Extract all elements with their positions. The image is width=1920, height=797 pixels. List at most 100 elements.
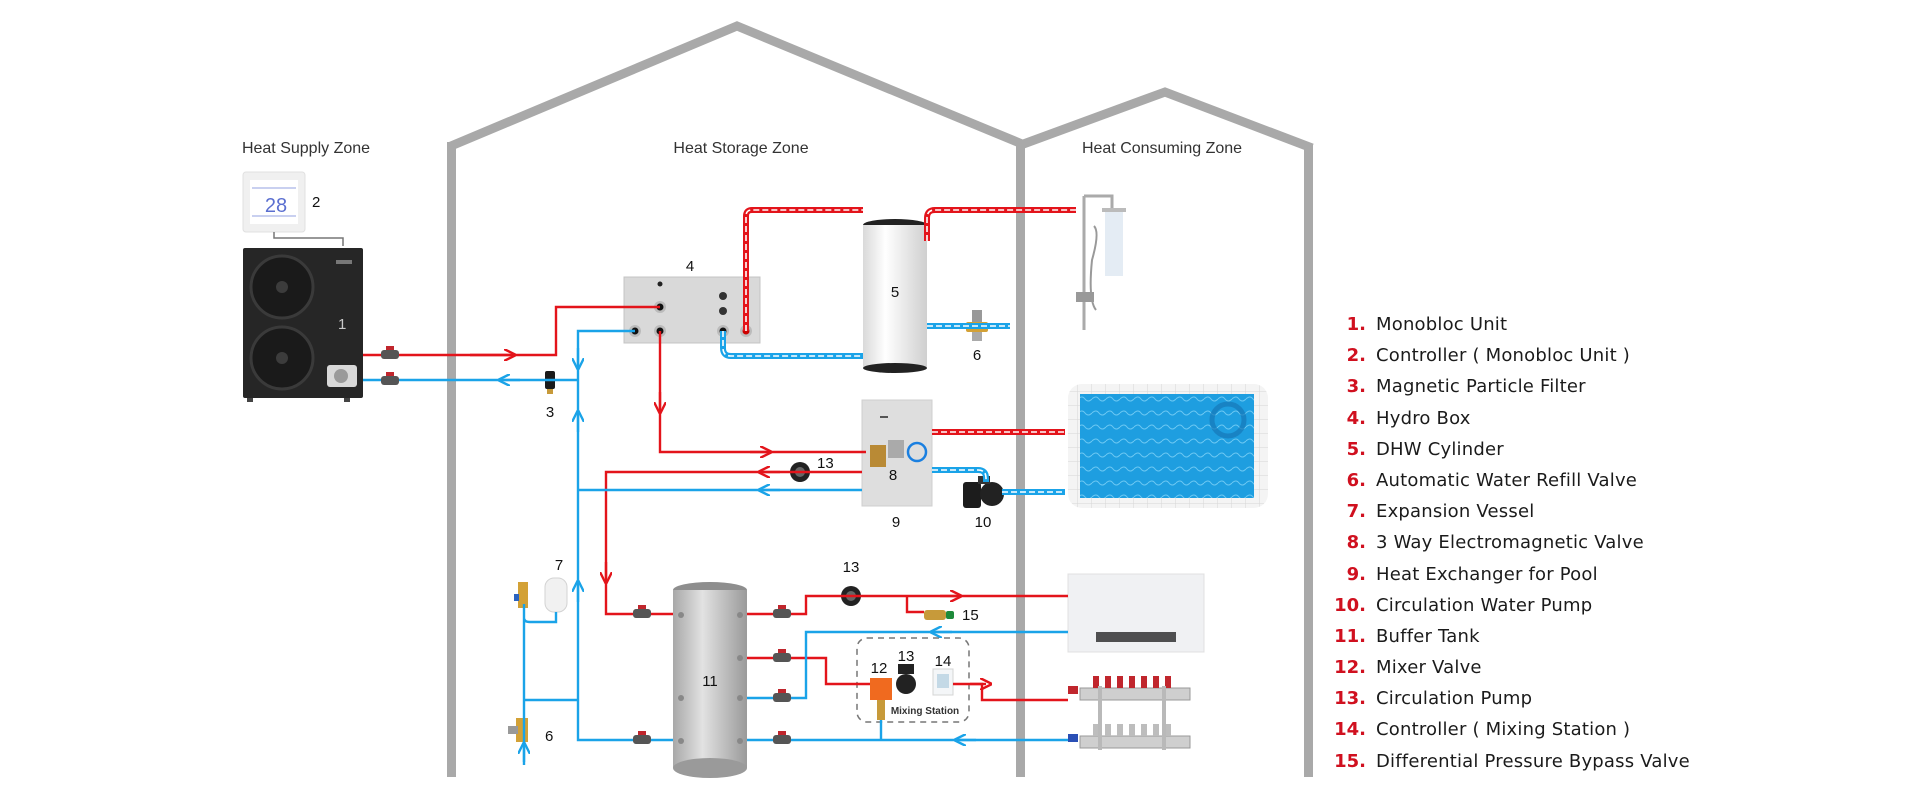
legend-item-label: Mixer Valve xyxy=(1376,657,1482,679)
hot-pipes xyxy=(363,207,1076,702)
legend-item-number: 4. xyxy=(1346,407,1366,429)
legend-item-label: Buffer Tank xyxy=(1376,625,1480,647)
legend-item-number: 15. xyxy=(1334,750,1366,772)
label-3: 3 xyxy=(546,404,554,421)
label-12: 12 xyxy=(871,660,888,677)
label-13-mixing: 13 xyxy=(898,648,915,665)
label-10: 10 xyxy=(975,514,992,531)
legend-item-number: 9. xyxy=(1346,563,1366,585)
mixing-circulation-pump xyxy=(896,664,916,694)
magnetic-filter xyxy=(545,371,555,394)
label-6-main: 6 xyxy=(545,728,553,745)
pool-heat-exchanger xyxy=(861,399,933,507)
ball-valve-icon xyxy=(381,346,399,359)
label-2: 2 xyxy=(312,194,320,211)
ball-valve-icon xyxy=(773,605,791,618)
bypass-valve xyxy=(924,610,954,620)
legend-item: 3.Magnetic Particle Filter xyxy=(1330,376,1890,407)
label-5: 5 xyxy=(891,284,899,301)
ball-valve-icon xyxy=(633,605,651,618)
shower-fixture xyxy=(1076,194,1126,330)
legend-item: 2. Controller ( Monobloc Unit ) xyxy=(1330,345,1890,376)
legend-item-label: Automatic Water Refill Valve xyxy=(1376,469,1638,491)
legend-item-label: Controller ( Mixing Station ) xyxy=(1376,719,1631,741)
ball-valve-icon xyxy=(381,372,399,385)
label-13-fancoil: 13 xyxy=(843,559,860,576)
legend-item-label: Monobloc Unit xyxy=(1376,314,1508,335)
ball-valve-icon xyxy=(773,689,791,702)
legend-item-label: Controller ( Monobloc Unit ) xyxy=(1376,345,1631,367)
consuming-roof xyxy=(1016,87,1314,153)
legend-item-label: Differential Pressure Bypass Valve xyxy=(1376,750,1690,772)
legend-item: 4. Hydro Box xyxy=(1330,408,1890,439)
label-11: 11 xyxy=(702,673,718,690)
circulation-indicator-icon xyxy=(906,441,928,463)
legend-item: 7. Expansion Vessel xyxy=(1330,501,1890,532)
legend-item: 13.Circulation Pump xyxy=(1330,688,1890,719)
mixing-station-box xyxy=(856,637,970,723)
legend-item: 14. Controller ( Mixing Station ) xyxy=(1330,719,1890,750)
hydro-box xyxy=(623,276,761,344)
dhw-cylinder xyxy=(863,219,927,373)
legend-item-number: 14. xyxy=(1334,719,1366,741)
label-13-pool: 13 xyxy=(817,455,834,472)
legend-item-number: 7. xyxy=(1346,501,1366,523)
mixing-controller xyxy=(932,668,954,696)
legend-item: 8. 3 Way Electromagnetic Valve xyxy=(1330,532,1890,563)
label-1: 1 xyxy=(338,316,346,333)
legend-item: 6. Automatic Water Refill Valve xyxy=(1330,470,1890,501)
legend-item-label: Heat Exchanger for Pool xyxy=(1376,563,1598,585)
heat-storage-zone-label: Heat Storage Zone xyxy=(673,140,808,157)
legend-item: 11. Buffer Tank xyxy=(1330,626,1890,657)
storage-roof xyxy=(449,21,1024,151)
underfloor-manifold xyxy=(1068,676,1191,750)
storage-left-wall xyxy=(447,142,456,777)
legend-item: 10. Circulation Water Pump xyxy=(1330,595,1890,626)
mixing-station-label: Mixing Station xyxy=(891,706,959,717)
expansion-vessel xyxy=(544,577,568,613)
legend-item: 1.Monobloc Unit xyxy=(1330,314,1890,345)
legend-item-label: DHW Cylinder xyxy=(1376,438,1504,460)
label-4: 4 xyxy=(686,258,694,275)
legend-item-number: 2. xyxy=(1346,345,1366,367)
fan-coil-unit xyxy=(1067,573,1205,653)
heat-consuming-zone-label: Heat Consuming Zone xyxy=(1082,140,1242,157)
legend-item-label: Magnetic Particle Filter xyxy=(1376,376,1586,398)
ball-valves xyxy=(381,346,791,744)
ball-valve-icon xyxy=(773,731,791,744)
swimming-pool xyxy=(1068,384,1268,508)
label-9: 9 xyxy=(892,514,900,531)
legend-item-label: Circulation Pump xyxy=(1376,688,1533,710)
heat-supply-zone-label: Heat Supply Zone xyxy=(242,140,370,157)
label-7: 7 xyxy=(555,557,563,574)
monobloc-unit xyxy=(243,248,363,402)
legend-item-label: Circulation Water Pump xyxy=(1376,594,1593,616)
three-way-valve xyxy=(870,445,886,467)
label-6-dhw: 6 xyxy=(973,347,981,364)
cold-pipes xyxy=(363,323,1068,765)
legend-item-number: 6. xyxy=(1346,469,1366,491)
legend-item-number: 8. xyxy=(1346,532,1366,554)
legend-item: 15. Differential Pressure Bypass Valve xyxy=(1330,751,1890,782)
legend-item: 9. Heat Exchanger for Pool xyxy=(1330,564,1890,595)
storage-right-wall xyxy=(1016,142,1025,777)
controller-cable xyxy=(273,232,344,246)
fill-valve-vessel xyxy=(514,582,528,608)
label-15: 15 xyxy=(962,607,979,624)
house-outline xyxy=(447,21,1314,777)
ball-valve-icon xyxy=(773,649,791,662)
consuming-right-wall xyxy=(1304,144,1313,777)
ball-valve-icon xyxy=(633,731,651,744)
legend-item-label: Hydro Box xyxy=(1376,407,1471,429)
legend-item-number: 12. xyxy=(1334,657,1366,679)
legend-item-label: 3 Way Electromagnetic Valve xyxy=(1376,532,1644,554)
legend-item-number: 5. xyxy=(1346,438,1366,460)
legend-item-label: Expansion Vessel xyxy=(1376,501,1535,523)
mixer-valve xyxy=(870,678,892,720)
legend-item: 5. DHW Cylinder xyxy=(1330,439,1890,470)
controller-temperature-display: 28 xyxy=(265,195,287,217)
label-14: 14 xyxy=(935,653,952,670)
legend-item-number: 11. xyxy=(1334,625,1366,647)
legend-item-number: 10. xyxy=(1334,594,1366,616)
